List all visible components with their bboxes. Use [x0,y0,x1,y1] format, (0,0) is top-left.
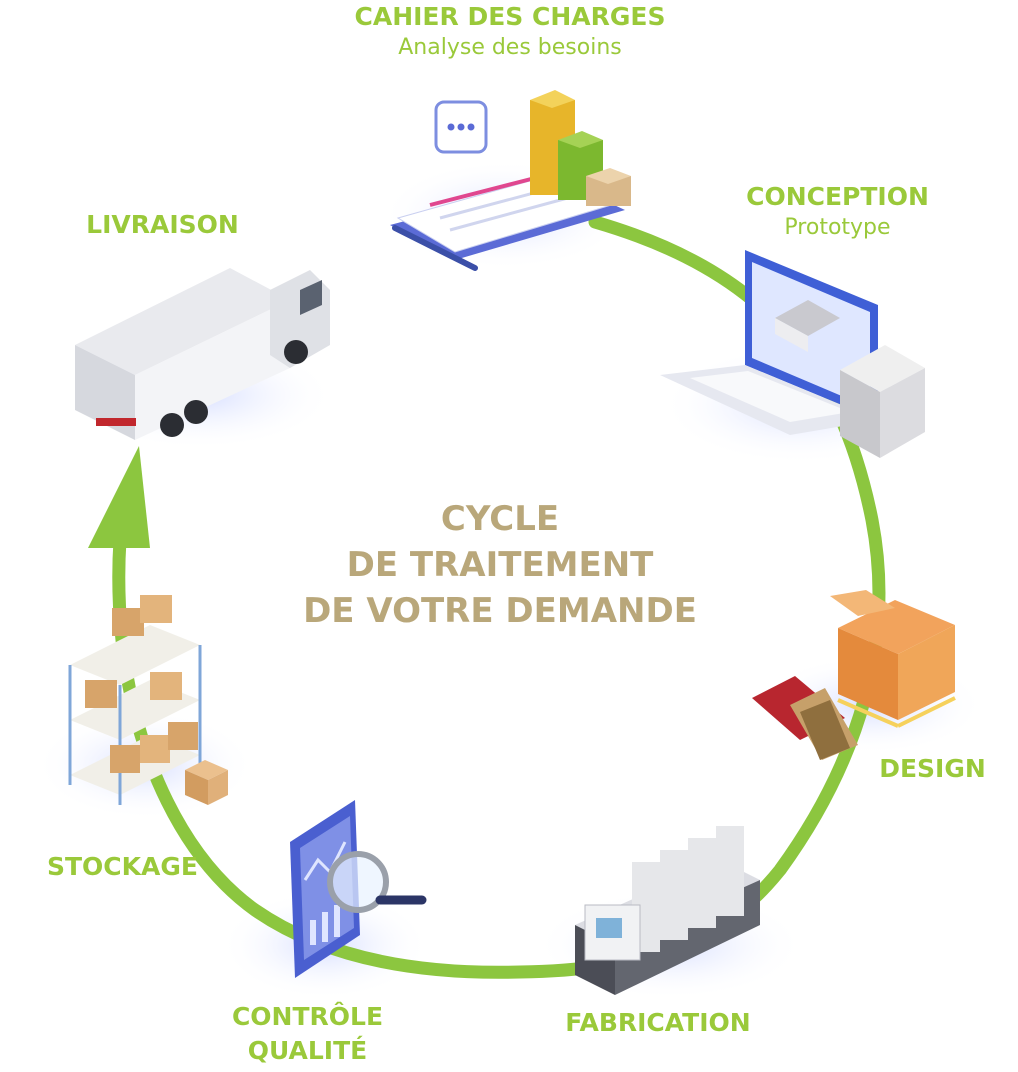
stage-controle-label: CONTRÔLE QUALITÉ [215,1000,400,1068]
stage-controle-title-line-2: QUALITÉ [247,1036,368,1065]
center-title-line-1: CYCLE [440,499,560,539]
stage-design-label: DESIGN [870,752,995,786]
cycle-arrowhead [88,446,150,548]
stage-stockage-title: STOCKAGE [47,852,198,881]
stage-fabrication-title: FABRICATION [565,1008,751,1037]
stage-cahier-subtitle: Analyse des besoins [398,35,622,60]
stage-stockage-label: STOCKAGE [35,850,210,884]
stage-controle-title-line-1: CONTRÔLE [231,1002,384,1031]
laptop-box-icon [660,250,925,458]
box-color-swatch-icon [752,590,956,760]
center-title: CYCLE DE TRAITEMENT DE VOTRE DEMANDE [300,496,700,634]
stage-livraison-title: LIVRAISON [86,210,239,239]
center-title-line-3: DE VOTRE DEMANDE [303,591,697,631]
warehouse-shelf-icon [68,595,228,805]
stage-conception-title: CONCEPTION [746,182,929,211]
printing-press-icon [575,826,760,995]
stage-design-title: DESIGN [879,754,986,783]
document-chart-icon [390,90,631,271]
stage-cahier-title: CAHIER DES CHARGES [354,2,666,31]
stage-cahier-label: CAHIER DES CHARGES Analyse des besoins [310,0,710,62]
stage-conception-subtitle: Prototype [784,215,891,240]
stage-fabrication-label: FABRICATION [548,1006,768,1040]
stage-livraison-label: LIVRAISON [70,208,255,242]
delivery-truck-icon [75,268,330,440]
magnifier-screen-icon [290,800,427,978]
center-title-line-2: DE TRAITEMENT [346,545,654,585]
stage-conception-label: CONCEPTION Prototype [730,180,945,242]
